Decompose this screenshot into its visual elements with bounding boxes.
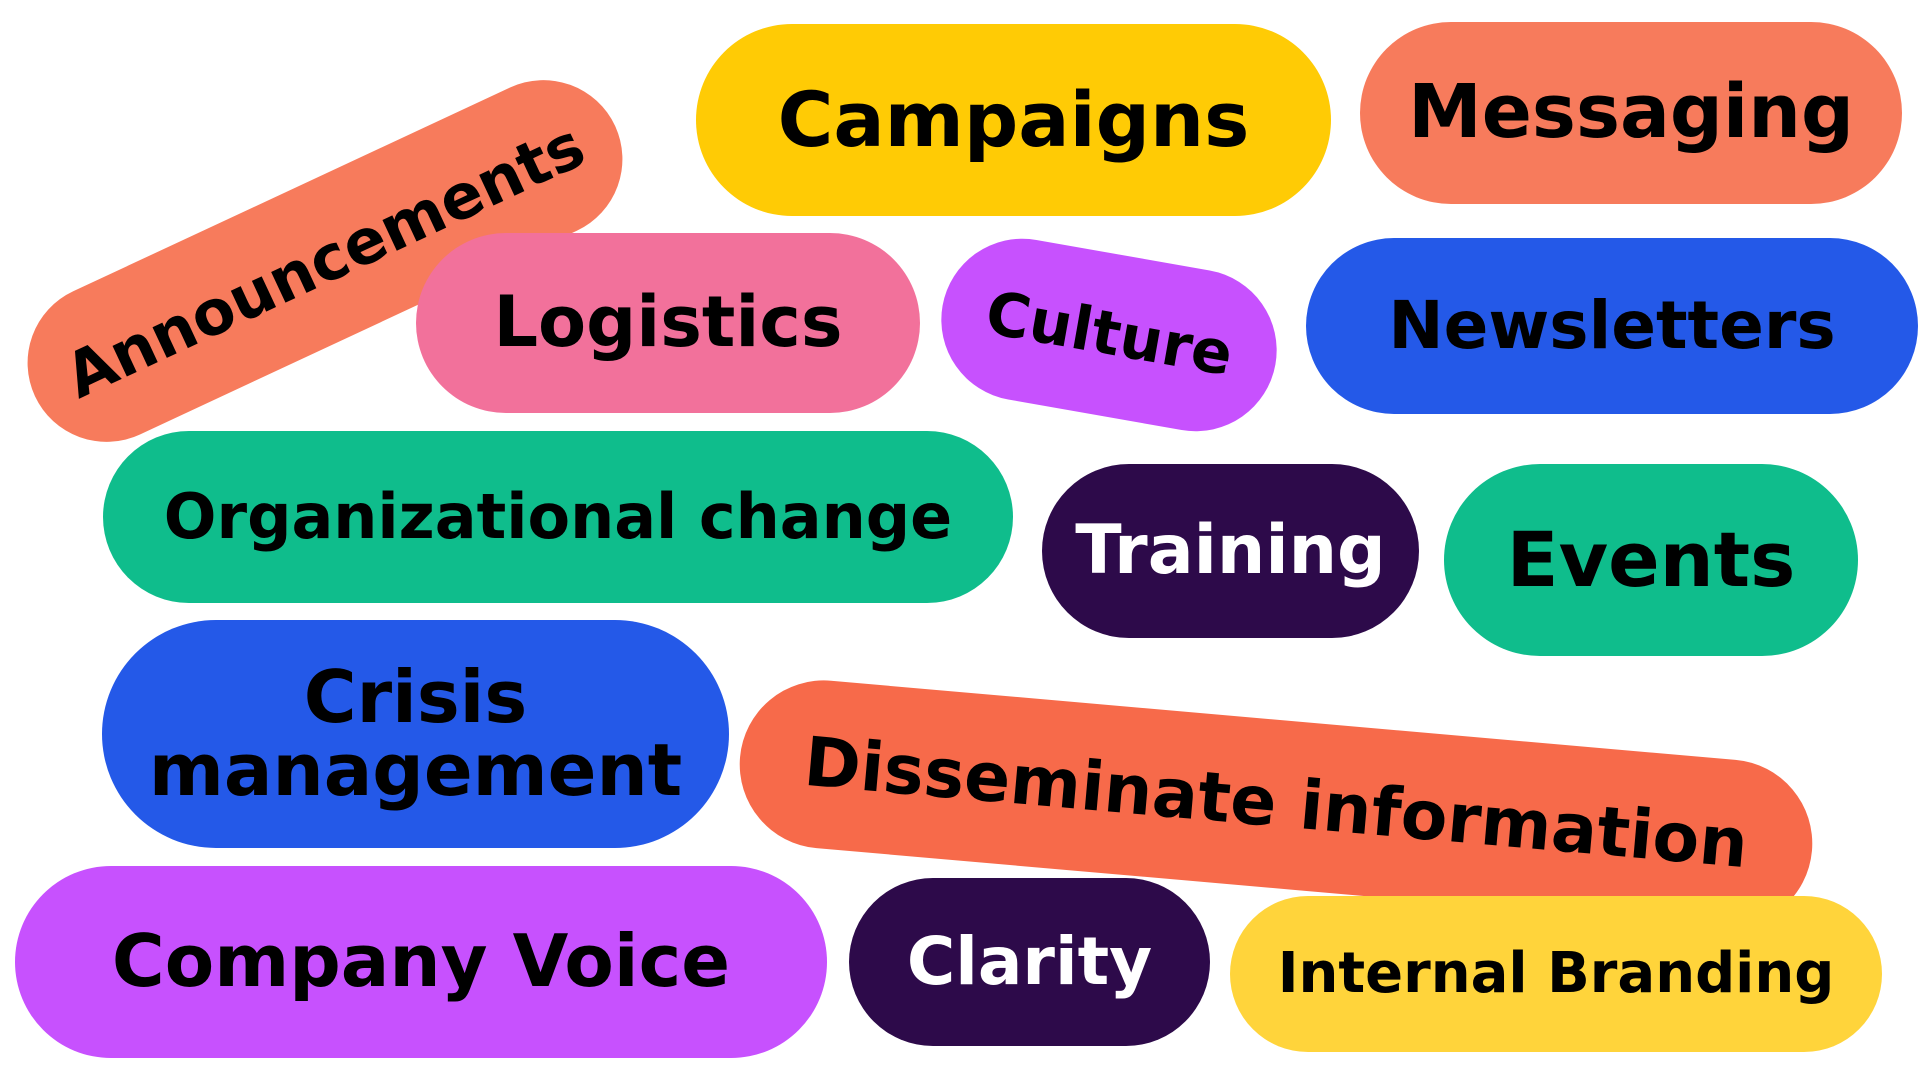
- tag-company-voice: Company Voice: [15, 866, 827, 1058]
- tag-culture: Culture: [928, 225, 1290, 445]
- tag-label: Disseminate information: [800, 723, 1752, 885]
- tag-label: Campaigns: [777, 75, 1250, 165]
- tag-label: Training: [1075, 511, 1386, 591]
- tag-messaging: Messaging: [1360, 22, 1902, 204]
- tag-label: Organizational change: [163, 480, 953, 554]
- tag-label: Newsletters: [1388, 287, 1836, 365]
- tag-logistics: Logistics: [416, 233, 920, 413]
- tag-label: Internal Branding: [1277, 941, 1835, 1007]
- tag-label: Events: [1506, 515, 1796, 605]
- tag-crisis-management: Crisis management: [102, 620, 729, 848]
- tag-label: Logistics: [493, 281, 843, 364]
- tag-clarity: Clarity: [849, 878, 1210, 1046]
- tag-events: Events: [1444, 464, 1858, 656]
- tag-organizational-change: Organizational change: [103, 431, 1013, 603]
- tag-label: Culture: [980, 278, 1238, 391]
- tag-campaigns: Campaigns: [696, 24, 1331, 216]
- tag-label: Company Voice: [111, 919, 731, 1004]
- tag-training: Training: [1042, 464, 1419, 638]
- tag-internal-branding: Internal Branding: [1230, 896, 1882, 1052]
- tag-label: Clarity: [906, 923, 1153, 1001]
- tag-newsletters: Newsletters: [1306, 238, 1918, 414]
- tag-label: Crisis management: [148, 654, 683, 812]
- tag-label: Messaging: [1408, 69, 1854, 156]
